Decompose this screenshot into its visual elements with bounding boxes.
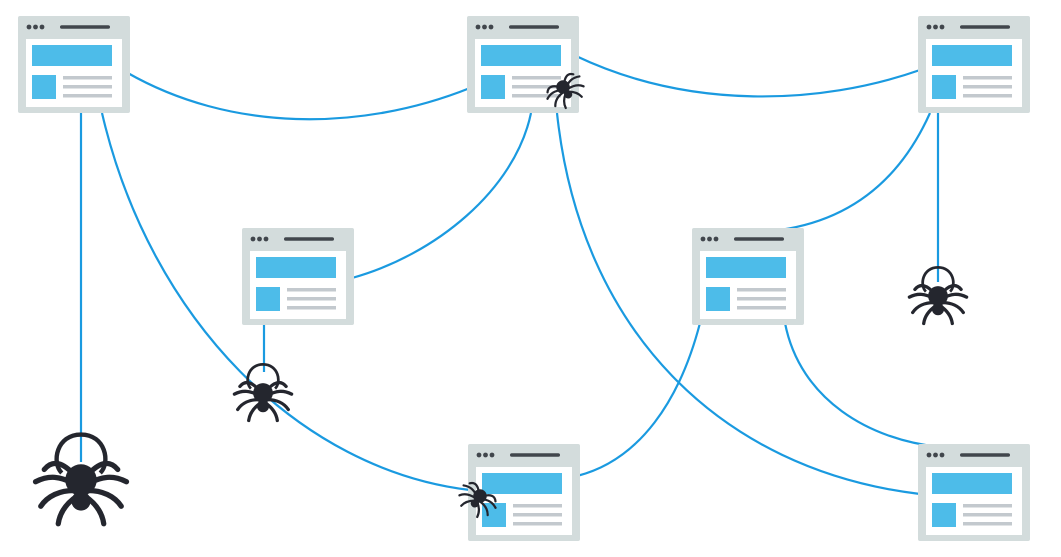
spider-icon-spider-hanging-right — [907, 266, 969, 326]
link-page-1-page-6 — [100, 112, 471, 492]
link-lines — [79, 55, 941, 496]
link-page-5-page-7 — [783, 322, 941, 449]
web-page-icon-page-4 — [242, 228, 354, 325]
link-page-5-page-6 — [576, 322, 702, 478]
web-page-icon-page-3 — [918, 16, 1030, 113]
web-pages — [18, 16, 1030, 541]
web-page-icon-page-7 — [918, 444, 1030, 541]
link-page-2-page-3 — [575, 55, 921, 98]
link-page-3-page-5 — [779, 112, 932, 232]
web-page-icon-page-1 — [18, 16, 130, 113]
link-page-2-page-7 — [555, 112, 921, 496]
web-page-icon-page-5 — [692, 228, 804, 325]
spider-icon-spider-on-page-4-thread — [232, 363, 294, 423]
spider-icon-spider-hanging-large — [36, 432, 127, 524]
spiders — [36, 68, 969, 524]
link-page-1-page-2 — [125, 71, 471, 121]
web-page-icon-page-2 — [467, 16, 579, 113]
link-page-2-page-4 — [351, 112, 533, 280]
